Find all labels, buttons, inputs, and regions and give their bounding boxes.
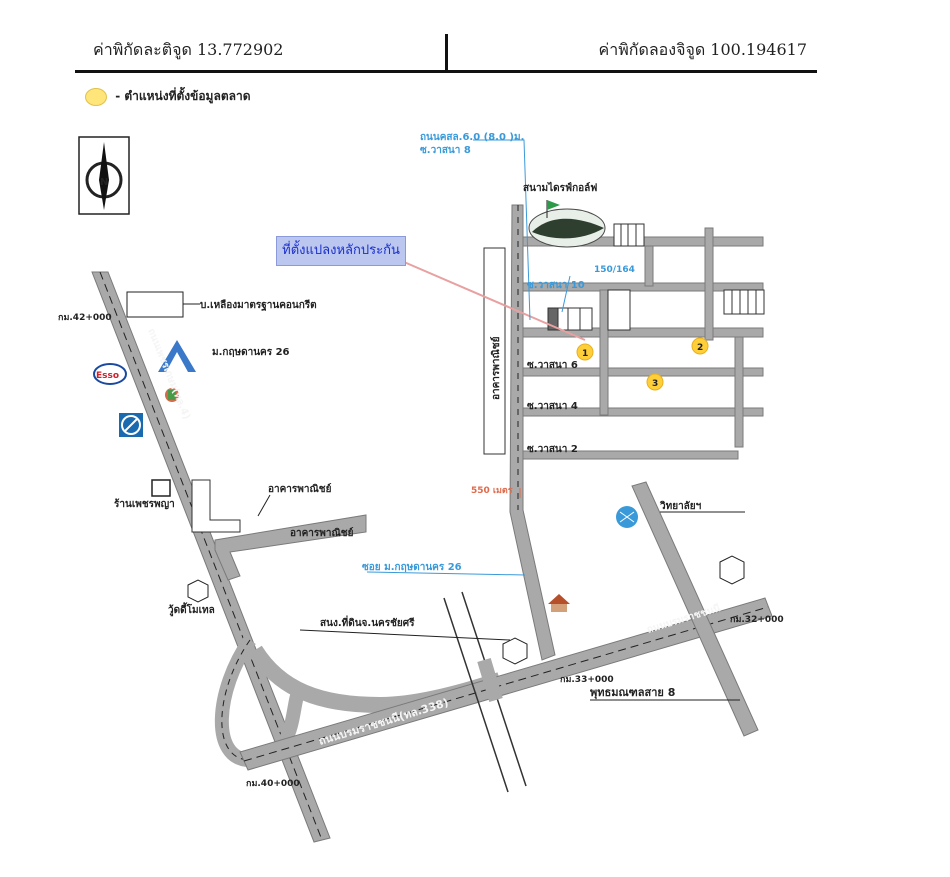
legend-label: - ตำแหน่งที่ตั้งข้อมูลตลาด [115,89,251,103]
road-338 [239,597,773,771]
golf-icon [528,200,606,248]
distance-label: 550 เมตร [471,486,513,496]
soi-10-label: ซ.วาสนา 10 [527,280,585,291]
km40-label: กม.40+000 [246,779,300,789]
road-soi-vertical [509,204,556,661]
collateral-callout[interactable]: ที่ตั้งแปลงหลักประกัน [276,236,406,266]
market-marker-2[interactable]: 2 [691,337,709,355]
compass-icon: N [78,136,130,215]
no-sign-icon [119,413,143,437]
callout-pointer [403,261,586,341]
svg-text:2: 2 [697,343,703,353]
compass-letter: N [100,177,108,188]
phutthamonthon-label: พุทธมณฑลสาย 8 [590,686,675,700]
village-soi-label: ซอย ม.กฤษดานคร 26 [362,562,462,573]
tent-icon [158,340,196,372]
hexagon-icon-land-office [502,637,528,665]
commercial-block [191,479,367,581]
road-phutthamonthon [631,481,759,737]
village-26-label: ม.กฤษดานคร 26 [212,347,290,358]
cafe-label: วู้ดดี้โมเทล [168,602,215,617]
pointer-lines [126,291,745,701]
hexagon-icon-school [719,555,745,585]
village-house-label: บ.เหลืองมาตรฐานคอนกรีต [200,299,317,311]
legend-dot-icon [85,87,107,106]
legend: - ตำแหน่งที่ตั้งข้อมูลตลาด [85,87,251,106]
building-blocks [547,223,765,331]
land-office-label: สนง.ที่ดินจ.นครชัยศรี [320,615,415,629]
soi-grid [522,227,764,460]
school-badge-icon [616,506,638,528]
plot-number-label: 150/164 [594,265,635,275]
temple-icon [548,594,570,612]
svg-text:Esso: Esso [96,371,119,381]
soi-6-label: ซ.วาสนา 6 [527,360,578,371]
esso-icon: Esso [93,363,127,385]
latitude-text: ค่าพิกัดละติจูด 13.772902 [93,40,284,59]
market-marker-3[interactable]: 3 [646,373,664,391]
soi-4-label: ซ.วาสนา 4 [527,401,578,412]
soi-2-label: ซ.วาสนา 2 [527,444,578,455]
svg-text:1: 1 [582,349,588,359]
hexagon-icon-cafe [187,579,209,603]
blue-annotation-lines [366,139,571,576]
soi-8-label: ซ.วาสนา 8 [420,145,471,156]
km42-label: กม.42+000 [58,313,112,323]
header: ค่าพิกัดละติจูด 13.772902 ค่าพิกัดลองจิจ… [75,30,817,73]
svg-text:3: 3 [652,379,658,389]
school-label: วิทยาลัยฯ [660,500,702,512]
gas-station-icon [165,388,179,402]
shop-icon [151,479,171,497]
header-divider [445,34,448,70]
shop-label: ร้านเพชรพญา [114,498,175,510]
road-note-label: ถนนคสล.6.0 (8.0 )ม. [420,132,524,143]
road-rail-cross [443,591,527,793]
km32-label: กม.32+000 [730,615,784,625]
market-marker-1[interactable]: 1 [576,343,594,361]
building-vertical-label: อาคารพาณิชย์ [490,336,502,400]
commercial-label-2: อาคารพาณิชย์ [290,527,354,539]
km33-label: กม.33+000 [560,675,614,685]
longitude-text: ค่าพิกัดลองจิจูด 100.194617 [598,40,807,59]
golf-label: สนามไดรฟ์กอล์ฟ [523,181,597,194]
commercial-label-1: อาคารพาณิชย์ [268,483,332,495]
